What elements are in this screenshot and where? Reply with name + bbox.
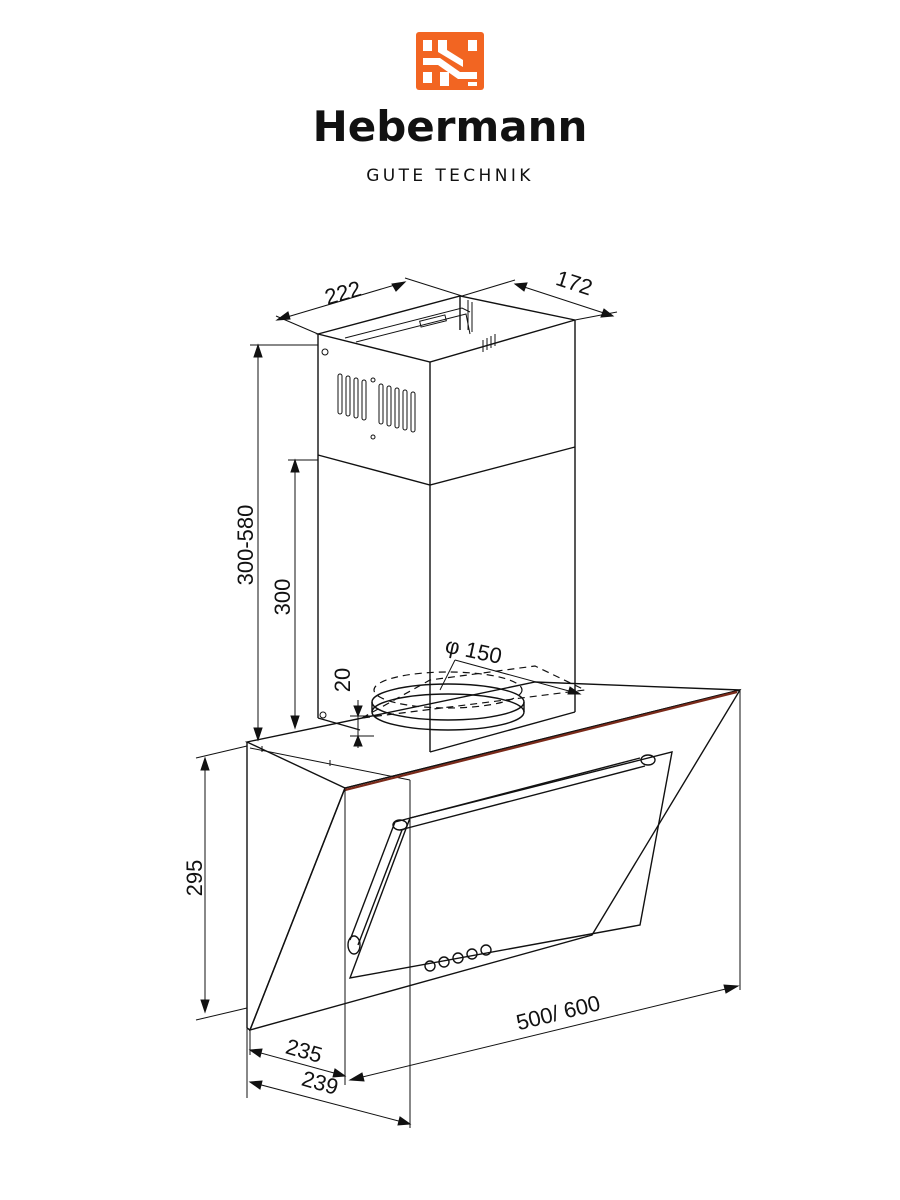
dim-lower-chimney-height: 300 [270, 579, 295, 616]
brand-tagline: GUTE TECHNIK [366, 166, 534, 186]
duct-outlet [361, 665, 588, 731]
hebermann-logo-icon [416, 32, 484, 90]
dim-duct-offset: 20 [330, 668, 355, 692]
hood-body [246, 688, 742, 1032]
dim-hood-height: 295 [182, 860, 207, 897]
dim-chimney-width: 222 [322, 276, 364, 310]
chimney-upper [315, 295, 576, 486]
dim-chimney-depth: 172 [553, 265, 596, 300]
control-buttons-icon [424, 944, 492, 972]
brand-name: Hebermann [313, 102, 588, 151]
dimension-lines [195, 277, 741, 1128]
dim-hood-width: 500/ 600 [514, 990, 603, 1035]
dim-chimney-height-range: 300-580 [233, 505, 258, 586]
dim-hood-depth-top: 235 [283, 1034, 325, 1068]
dim-duct-diameter: φ 150 [443, 633, 504, 669]
vent-slots-icon [337, 373, 416, 433]
